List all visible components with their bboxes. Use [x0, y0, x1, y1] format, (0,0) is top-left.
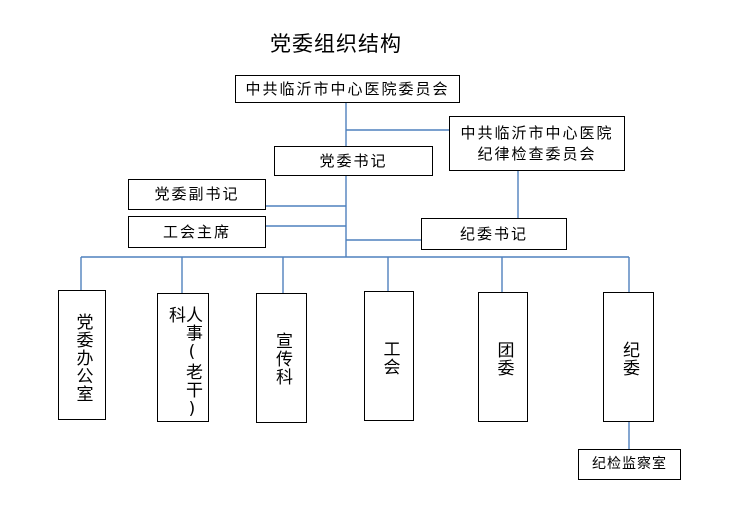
- dept-party-office: 党委办公室: [58, 290, 106, 420]
- dept-discipline: 纪委: [603, 292, 654, 422]
- node-discipline-secretary: 纪委书记: [421, 218, 567, 250]
- dept-party-office-label: 党委办公室: [72, 313, 93, 403]
- dept-publicity-label: 宣传科: [272, 332, 292, 386]
- node-inspection-office: 纪检监察室: [578, 449, 681, 480]
- node-party-committee-label: 中共临沂市中心医院委员会: [245, 79, 450, 98]
- node-party-secretary: 党委书记: [274, 146, 433, 176]
- dept-youth-league-label: 团委: [493, 341, 514, 377]
- node-discipline-committee-line1: 中共临沂市中心医院: [460, 124, 614, 143]
- dept-discipline-label: 纪委: [619, 341, 639, 377]
- node-discipline-committee-line2: 纪律检查委员会: [477, 144, 597, 163]
- node-party-secretary-label: 党委书记: [319, 151, 388, 170]
- node-discipline-committee: 中共临沂市中心医院 纪律检查委员会: [449, 116, 625, 171]
- node-union-chairman-label: 工会主席: [162, 222, 231, 241]
- node-party-committee: 中共临沂市中心医院委员会: [235, 75, 460, 103]
- dept-youth-league: 团委: [478, 292, 528, 422]
- dept-personnel: 人事(老干)科: [157, 293, 209, 422]
- dept-union-label: 工会: [379, 340, 400, 376]
- page-title: 党委组织结构: [270, 32, 402, 56]
- node-deputy-secretary-label: 党委副书记: [154, 185, 240, 204]
- dept-publicity: 宣传科: [256, 293, 307, 423]
- node-deputy-secretary: 党委副书记: [128, 179, 266, 210]
- node-inspection-office-label: 纪检监察室: [592, 456, 667, 473]
- node-union-chairman: 工会主席: [128, 216, 266, 248]
- dept-union: 工会: [364, 291, 414, 421]
- node-discipline-secretary-label: 纪委书记: [459, 224, 528, 243]
- dept-personnel-label: 人事(老干)科: [165, 306, 202, 420]
